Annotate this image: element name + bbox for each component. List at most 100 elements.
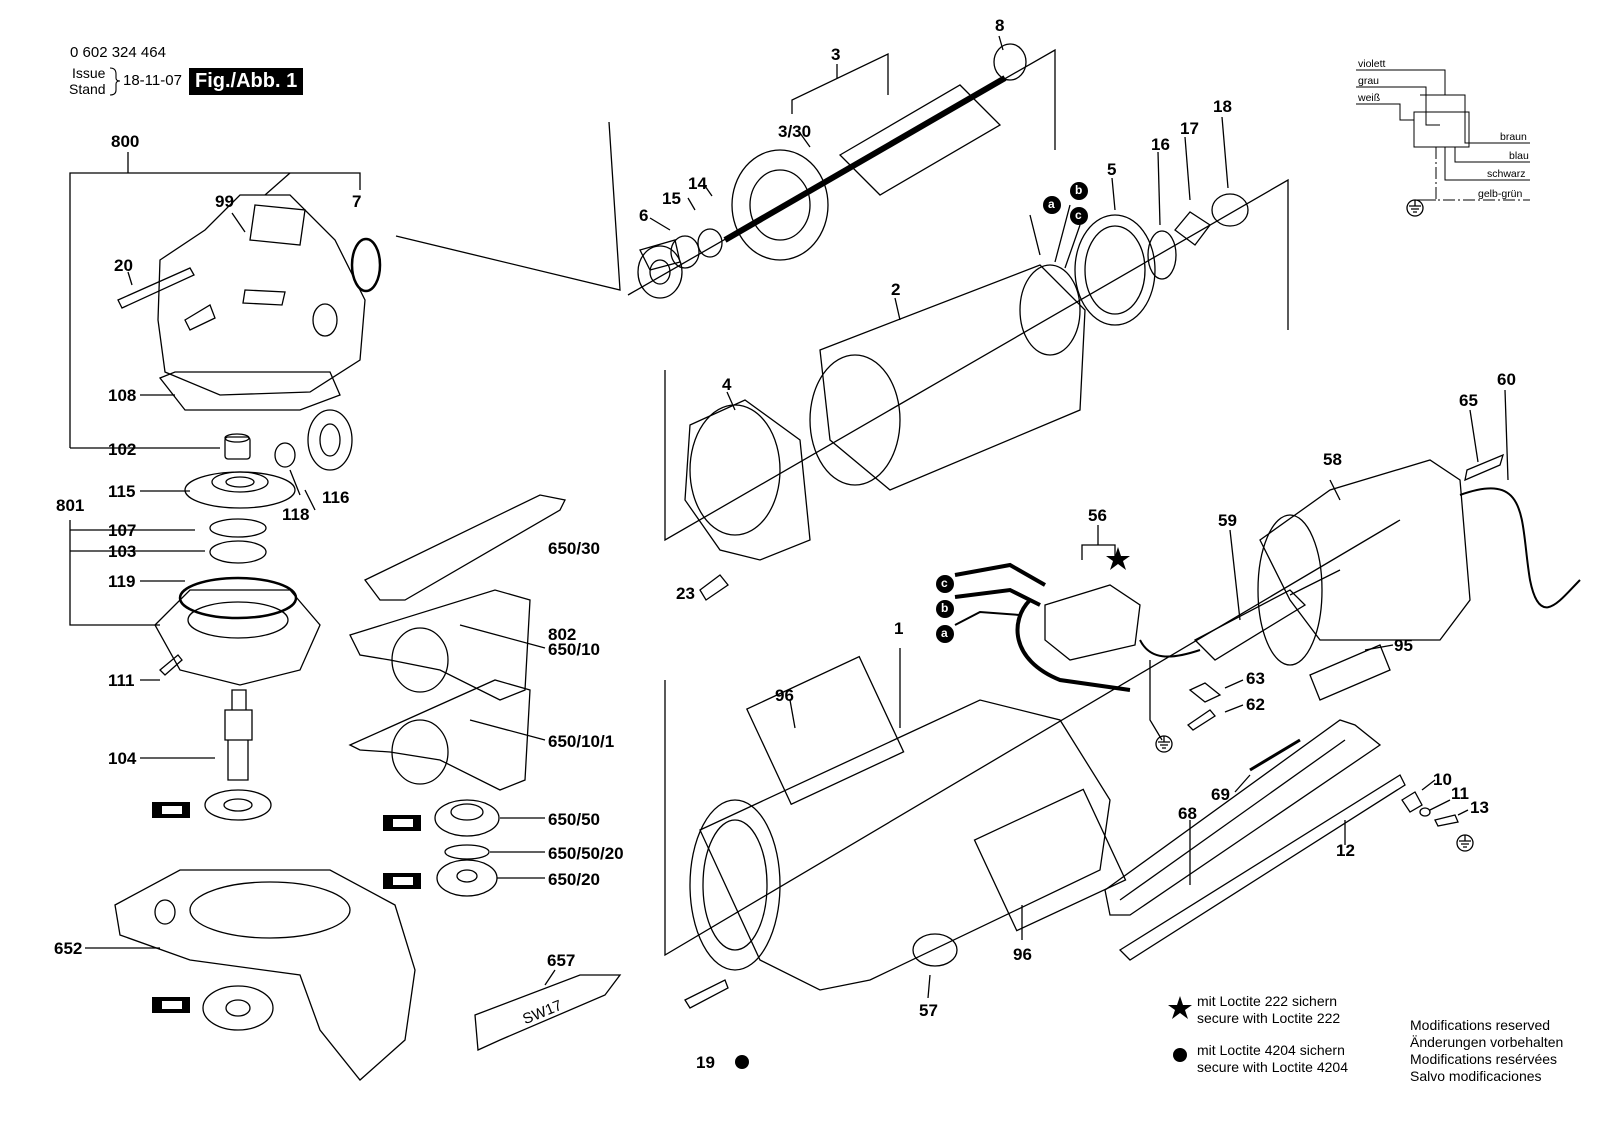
- label-95: [1309, 644, 1391, 701]
- part-label-4: 4: [722, 375, 732, 394]
- o-ring-7: [350, 237, 382, 293]
- gear-housing-800: [157, 194, 366, 396]
- part-label-60: 60: [1497, 370, 1516, 389]
- wire-badge-c-label: c: [941, 576, 948, 590]
- wire-label-violett: violett: [1358, 58, 1386, 70]
- wire-badge-b-label: b: [941, 601, 949, 615]
- part-label-650-10-1: 650/10/1: [548, 732, 615, 751]
- part-label-11: 11: [1451, 784, 1469, 803]
- bearing-8: [993, 43, 1027, 81]
- wire-label-grau: grau: [1358, 75, 1380, 87]
- part-label-69: 69: [1211, 785, 1230, 804]
- wiring-legend-lines: [1356, 69, 1530, 201]
- rear-cover-58: [1259, 459, 1471, 641]
- part-label-57: 57: [919, 1001, 938, 1020]
- part-label-652: 652: [54, 939, 83, 958]
- washer-107: [209, 518, 267, 538]
- part-label-16: 16: [1151, 135, 1170, 154]
- issue-date: 18-11-07: [123, 72, 182, 89]
- spindle-104: [224, 689, 253, 781]
- star-marker-note: [1168, 996, 1192, 1019]
- panel-outline-bottom: [664, 519, 1401, 957]
- bracket-800: [69, 172, 361, 448]
- bearing-flange-801: [154, 589, 321, 686]
- note-modifications-de: Änderungen vorbehalten: [1410, 1034, 1564, 1050]
- note-loctite-222-en: secure with Loctite 222: [1197, 1010, 1341, 1026]
- wire-badge-b: [936, 600, 954, 618]
- bearing-102: [224, 436, 251, 460]
- part-label-56: 56: [1088, 506, 1107, 525]
- part-label-650-10: 650/10: [548, 640, 600, 659]
- ring-650-50-20: [444, 844, 490, 860]
- wire-label-schwarz: schwarz: [1487, 168, 1526, 180]
- dot-marker-19: [735, 1055, 749, 1069]
- part-label-800: 800: [111, 132, 140, 151]
- screw-111: [159, 654, 183, 676]
- part-label-8: 8: [995, 16, 1005, 35]
- wire-badge-c-top-label: c: [1075, 208, 1082, 222]
- part-label-99: 99: [215, 192, 234, 211]
- part-label-650-50: 650/50: [548, 810, 600, 829]
- issue-label: Issue: [72, 65, 106, 81]
- wrench-657: [474, 974, 622, 1051]
- wire-label-weiss: weiß: [1358, 92, 1381, 104]
- star-marker-56: [1106, 547, 1130, 570]
- wire-badge-a-top: [1043, 196, 1061, 214]
- spring-17: [1174, 211, 1211, 246]
- cable-protector-59: [1193, 589, 1307, 661]
- part-label-802: 802: [548, 625, 577, 644]
- o-ring-119: [178, 576, 298, 620]
- flange-650-50: [434, 799, 500, 837]
- part-label-119: 119: [108, 572, 136, 591]
- screw-23: [699, 574, 729, 601]
- note-loctite-4204-de: mit Loctite 4204 sichern: [1197, 1042, 1345, 1058]
- armature-shaft: [723, 75, 1007, 243]
- wrench-650-30: [364, 494, 566, 601]
- clip-10: [1401, 791, 1423, 813]
- dot-marker-note: [1173, 1048, 1187, 1062]
- part-label-18: 18: [1213, 97, 1232, 116]
- nut-650-20: [436, 859, 498, 897]
- ring-14: [697, 228, 723, 258]
- guard-652: [114, 869, 416, 1081]
- part-label-19: 19: [696, 1053, 715, 1072]
- part-label-95: 95: [1394, 636, 1413, 655]
- part-label-107: 107: [108, 521, 137, 540]
- part-label-108: 108: [108, 386, 137, 405]
- nut-118: [274, 442, 296, 468]
- screw-62: [1186, 709, 1216, 731]
- part-label-14: 14: [688, 174, 707, 193]
- label-96-top: [745, 655, 905, 806]
- motor-housing-1: [699, 699, 1111, 991]
- figure-title: Fig./Abb. 1: [189, 68, 304, 95]
- note-loctite-4204-en: secure with Loctite 4204: [1197, 1059, 1348, 1075]
- part-label-657: 657: [547, 951, 576, 970]
- part-label-10: 10: [1433, 770, 1452, 789]
- part-label-650-30: 650/30: [548, 539, 600, 558]
- part-label-3: 3: [831, 45, 841, 64]
- bearing-103: [209, 540, 267, 564]
- part-label-111: 111: [108, 671, 135, 690]
- bevel-pinion-116: [307, 409, 353, 471]
- screw-13: [1434, 814, 1459, 827]
- washer-11: [1419, 807, 1431, 817]
- wire-badge-b-top: [1070, 182, 1088, 200]
- part-label-801: 801: [56, 496, 85, 515]
- part-label-15: 15: [662, 189, 681, 208]
- rod-12: [1118, 774, 1406, 961]
- part-label-96-top: 96: [775, 686, 794, 705]
- part-label-6: 6: [639, 206, 649, 225]
- field-stator-2: [819, 264, 1086, 491]
- part-label-118: 118: [282, 505, 310, 524]
- part-label-23: 23: [676, 584, 695, 603]
- fan-3-30: [731, 149, 829, 261]
- part-label-59: 59: [1218, 511, 1237, 530]
- part-label-104: 104: [108, 749, 137, 768]
- note-loctite-222-de: mit Loctite 222 sichern: [1197, 993, 1338, 1009]
- flange-108: [158, 371, 341, 411]
- part-label-68: 68: [1178, 804, 1197, 823]
- wire-label-braun: braun: [1500, 131, 1527, 143]
- bearing-6: [639, 239, 681, 271]
- doc-number: 0 602 324 464: [70, 44, 166, 61]
